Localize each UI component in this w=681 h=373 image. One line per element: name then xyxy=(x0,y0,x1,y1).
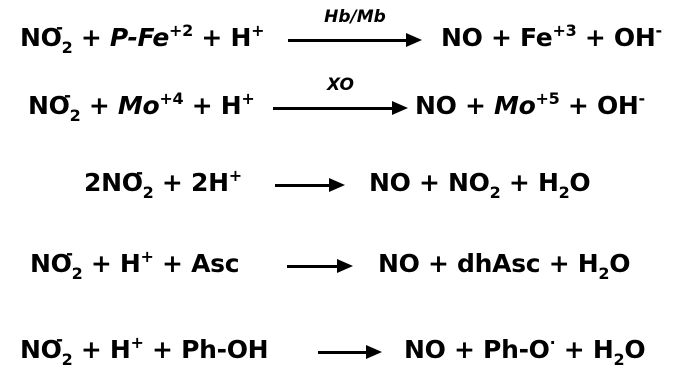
reaction-arrow: XO xyxy=(273,75,408,126)
reaction-5: NO2- + H+ + Ph-OH NO + Ph-O· + H2O xyxy=(0,330,681,370)
reaction-1: NO2- + P-Fe+2 + H+ Hb/Mb NO + Fe+3 + OH- xyxy=(0,7,681,61)
catalyst-label: XO xyxy=(327,75,354,95)
reaction-arrow xyxy=(318,330,382,370)
reaction-2: NO2- + Mo+4 + H+ XO NO + Mo+5 + OH- xyxy=(0,75,681,129)
porphyrin-iron: P-Fe xyxy=(109,23,170,52)
reaction-4-products: NO + dhAsc + H2O xyxy=(378,249,631,283)
reaction-1-products: NO + Fe+3 + OH- xyxy=(441,21,662,52)
nitrite-ion: 2NO2- xyxy=(84,163,154,202)
nitrite-ion: NO2- xyxy=(30,244,83,283)
reaction-3: 2NO2- + 2H+ NO + NO2 + H2O xyxy=(0,163,681,203)
reaction-arrow: Hb/Mb xyxy=(288,7,422,58)
catalyst-label: Hb/Mb xyxy=(324,7,386,27)
reaction-3-reactants: 2NO2- + 2H+ xyxy=(84,163,242,206)
reaction-5-products: NO + Ph-O· + H2O xyxy=(404,333,646,369)
reaction-2-products: NO + Mo+5 + OH- xyxy=(415,89,645,120)
nitrite-ion: NO2- xyxy=(20,330,73,369)
nitrite-ion: NO2- xyxy=(28,86,81,125)
reaction-3-products: NO + NO2 + H2O xyxy=(369,168,591,202)
reaction-arrow xyxy=(287,244,353,284)
reaction-1-reactants: NO2- + P-Fe+2 + H+ xyxy=(20,18,265,61)
reaction-2-reactants: NO2- + Mo+4 + H+ xyxy=(28,86,255,129)
reaction-4: NO2- + H+ + Asc NO + dhAsc + H2O xyxy=(0,244,681,284)
molybdenum: Mo xyxy=(117,91,160,120)
molybdenum: Mo xyxy=(494,91,536,120)
reaction-4-reactants: NO2- + H+ + Asc xyxy=(30,244,240,287)
reaction-5-reactants: NO2- + H+ + Ph-OH xyxy=(20,330,269,373)
nitrite-ion: NO2- xyxy=(20,18,73,57)
reaction-arrow xyxy=(275,163,345,203)
